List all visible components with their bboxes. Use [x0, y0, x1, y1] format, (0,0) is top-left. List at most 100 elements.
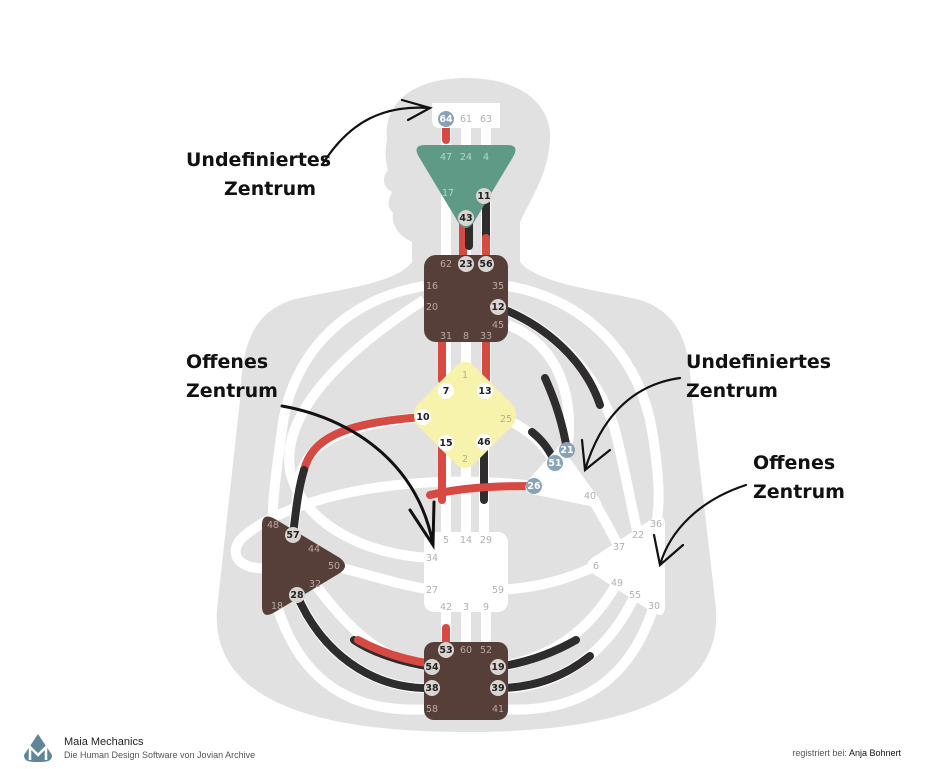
spleen-center: [262, 516, 345, 615]
gate-27[interactable]: 27: [426, 585, 438, 596]
gate-47[interactable]: 47: [440, 152, 452, 163]
annotation-line: Offenes: [753, 452, 836, 474]
gate-55[interactable]: 55: [629, 590, 641, 601]
gate-marker: [438, 111, 454, 127]
gate-number: 29: [480, 535, 492, 546]
gate-51[interactable]: 51: [547, 455, 563, 471]
gate-marker: [458, 210, 474, 226]
gate-59[interactable]: 59: [492, 585, 504, 596]
gate-16[interactable]: 16: [426, 281, 438, 292]
gate-7[interactable]: 7: [438, 383, 454, 399]
gate-number: 28: [290, 590, 304, 601]
gate-8[interactable]: 8: [463, 331, 469, 342]
gate-37[interactable]: 37: [613, 542, 625, 553]
gate-43[interactable]: 43: [458, 210, 474, 226]
gate-13[interactable]: 13: [477, 383, 493, 399]
gate-64[interactable]: 64: [438, 111, 454, 127]
gate-54[interactable]: 54: [424, 659, 440, 675]
throat-center: [424, 255, 508, 342]
gate-10[interactable]: 10: [415, 409, 431, 425]
gate-50[interactable]: 50: [328, 561, 340, 572]
gate-32[interactable]: 32: [309, 579, 321, 590]
gate-41[interactable]: 41: [492, 704, 504, 715]
gate-number: 34: [426, 553, 438, 564]
gate-33[interactable]: 33: [480, 331, 492, 342]
gate-2[interactable]: 2: [462, 454, 468, 465]
gate-15[interactable]: 15: [438, 435, 454, 451]
annotation-line: Zentrum: [686, 380, 778, 402]
gate-40[interactable]: 40: [584, 491, 596, 502]
gate-36[interactable]: 36: [650, 519, 662, 530]
gate-26[interactable]: 26: [526, 478, 542, 494]
gate-21[interactable]: 21: [559, 442, 575, 458]
gate-38[interactable]: 38: [424, 680, 440, 696]
gate-30[interactable]: 30: [648, 601, 660, 612]
gate-28[interactable]: 28: [289, 587, 305, 603]
gate-number: 5: [443, 535, 449, 546]
channel-activation-38-28: [293, 591, 436, 693]
arrow-solar-center: [652, 483, 748, 568]
gate-45[interactable]: 45: [492, 320, 504, 331]
gate-23[interactable]: 23: [458, 256, 474, 272]
gate-61[interactable]: 61: [460, 114, 472, 125]
gate-46[interactable]: 46: [476, 434, 492, 450]
gate-4[interactable]: 4: [483, 152, 489, 163]
gate-number: 60: [460, 645, 472, 656]
gate-1[interactable]: 1: [462, 370, 468, 381]
gate-42[interactable]: 42: [440, 602, 452, 613]
gate-57[interactable]: 57: [285, 527, 301, 543]
channel-track: [497, 561, 599, 595]
gate-number: 16: [426, 281, 438, 292]
gate-39[interactable]: 39: [490, 680, 506, 696]
gate-number: 63: [480, 114, 492, 125]
gate-marker: [438, 435, 454, 451]
gate-14[interactable]: 14: [460, 535, 472, 546]
gate-24[interactable]: 24: [460, 152, 472, 163]
gate-number: 40: [584, 491, 596, 502]
channel-track: [267, 281, 425, 526]
gate-marker: [424, 680, 440, 696]
gate-marker: [289, 587, 305, 603]
gate-60[interactable]: 60: [460, 645, 472, 656]
gate-6[interactable]: 6: [593, 561, 599, 572]
gate-49[interactable]: 49: [611, 578, 623, 589]
gate-22[interactable]: 22: [632, 530, 644, 541]
gate-48[interactable]: 48: [267, 520, 279, 531]
gate-marker: [285, 527, 301, 543]
gate-17[interactable]: 17: [442, 188, 454, 199]
annotation-arrows: [280, 98, 748, 568]
gate-56[interactable]: 56: [478, 256, 494, 272]
gate-number: 6: [593, 561, 599, 572]
gate-35[interactable]: 35: [492, 281, 504, 292]
annotation-line: Zentrum: [753, 481, 845, 503]
gate-25[interactable]: 25: [500, 414, 512, 425]
gate-11[interactable]: 11: [476, 188, 492, 204]
ajna-center: [416, 145, 516, 228]
gate-marker: [438, 383, 454, 399]
gate-29[interactable]: 29: [480, 535, 492, 546]
gate-3[interactable]: 3: [463, 602, 469, 613]
gate-12[interactable]: 12: [490, 299, 506, 315]
gate-19[interactable]: 19: [490, 659, 506, 675]
gate-9[interactable]: 9: [483, 602, 489, 613]
gate-63[interactable]: 63: [480, 114, 492, 125]
gate-34[interactable]: 34: [426, 553, 438, 564]
footer-brand: Maia Mechanics Die Human Design Software…: [22, 733, 255, 763]
gate-number: 58: [426, 704, 438, 715]
gate-marker: [476, 434, 492, 450]
gate-5[interactable]: 5: [443, 535, 449, 546]
gate-58[interactable]: 58: [426, 704, 438, 715]
gate-20[interactable]: 20: [426, 302, 438, 313]
gate-44[interactable]: 44: [308, 544, 320, 555]
gate-53[interactable]: 53: [438, 642, 454, 658]
gate-number: 26: [527, 481, 541, 492]
gate-marker: [547, 455, 563, 471]
gate-52[interactable]: 52: [480, 645, 492, 656]
gate-number: 35: [492, 281, 504, 292]
annotation-line: Zentrum: [224, 178, 316, 200]
gate-31[interactable]: 31: [440, 331, 452, 342]
gate-18[interactable]: 18: [271, 601, 283, 612]
gate-marker: [490, 680, 506, 696]
gate-62[interactable]: 62: [440, 259, 452, 270]
